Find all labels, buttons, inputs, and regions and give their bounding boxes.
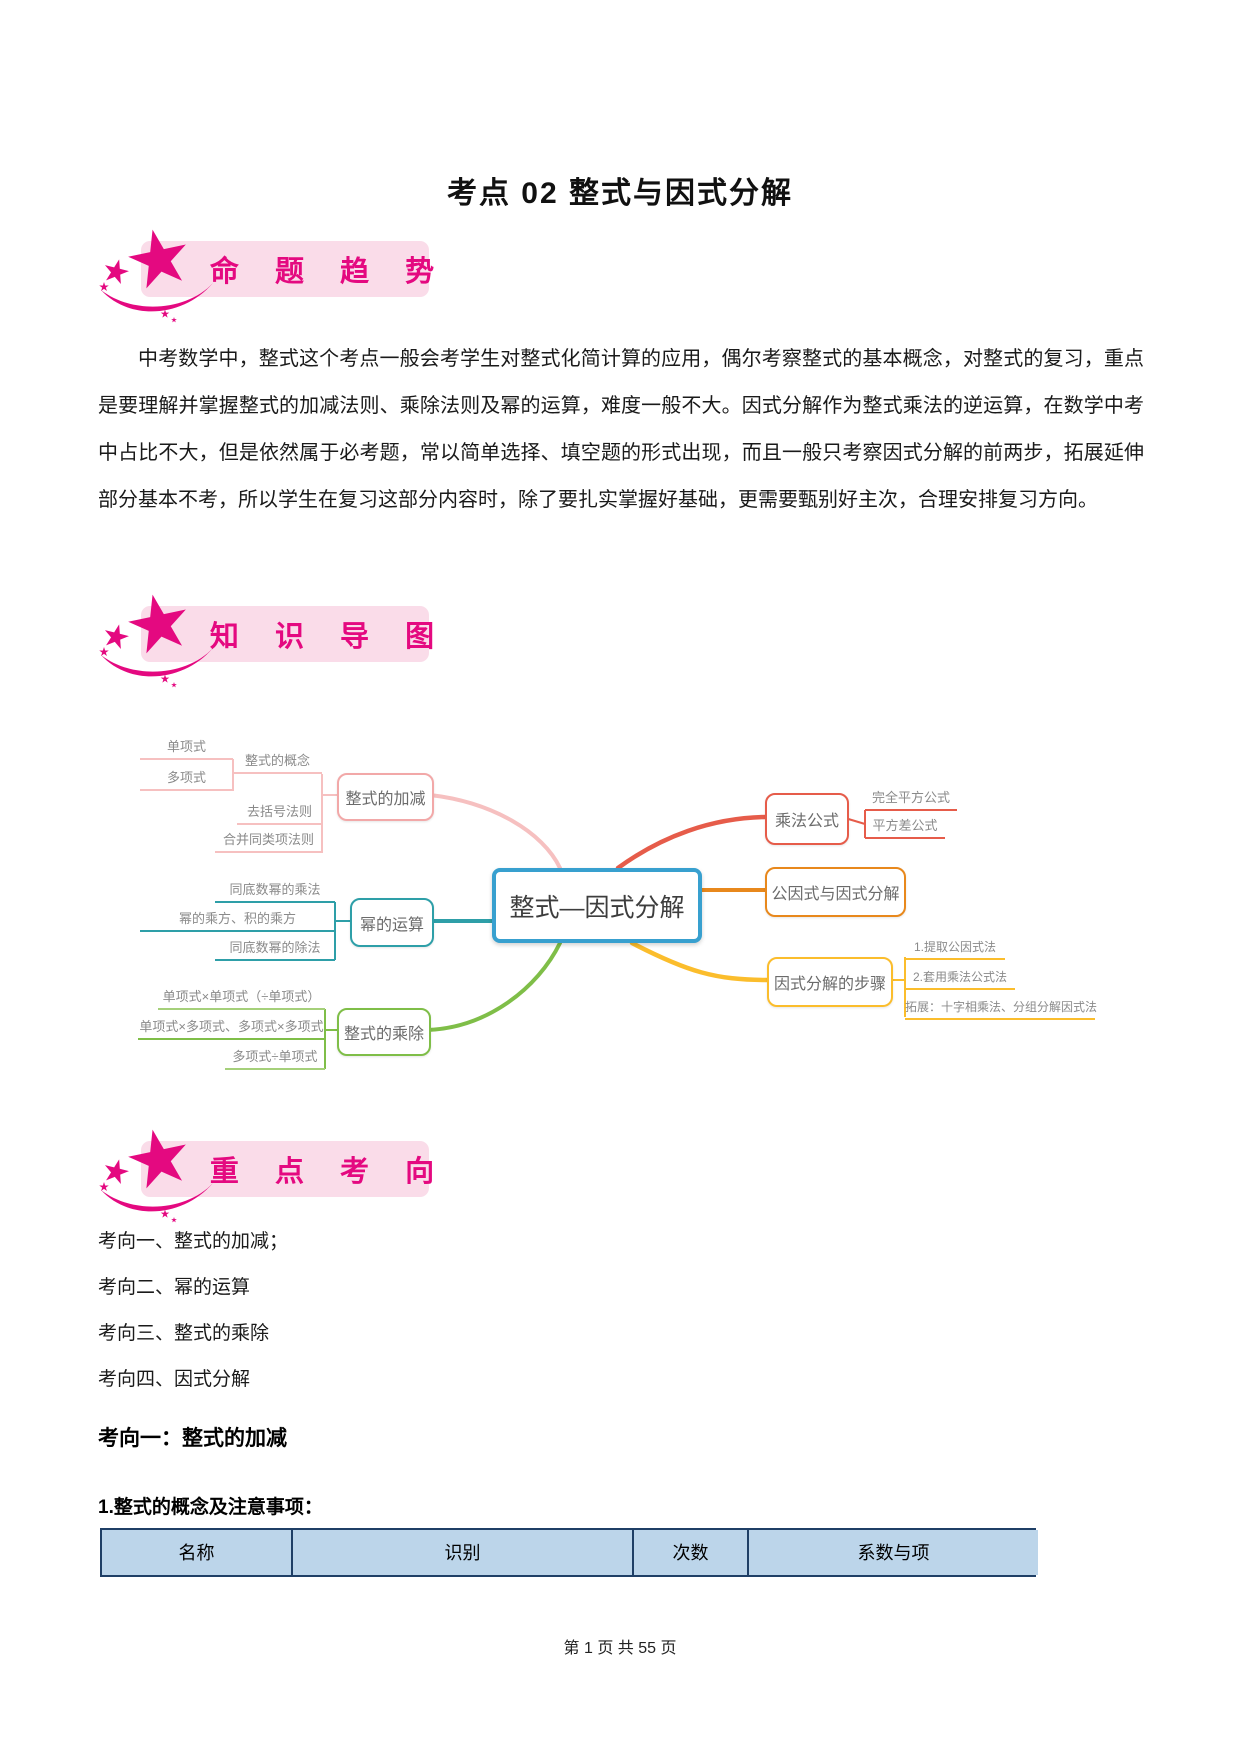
banner-trend: 命 题 趋 势	[95, 228, 434, 324]
banner-trend-label: 命 题 趋 势	[209, 256, 449, 288]
mindmap-node-addsub: 整式的加减	[337, 773, 434, 821]
table-header-identify: 识别	[291, 1530, 632, 1575]
mindmap-label-remove-brackets: 去括号法则	[237, 804, 322, 825]
knowledge-mindmap: 整式—因式分解 单项式 多项式 整式的概念 去括号法则 合并同类项法则 整式的加…	[0, 640, 1240, 1110]
banner-focus: 重 点 考 向	[95, 1128, 434, 1224]
table-header-name: 名称	[102, 1530, 291, 1575]
edge-steps	[629, 940, 770, 983]
edge-formula	[615, 814, 768, 871]
mindmap-label-step2: 2.套用乘法公式法	[905, 969, 1015, 990]
banner-knowledge-pill: 知 识 导 图	[141, 606, 434, 662]
mindmap-label-combine-like-terms: 合并同类项法则	[215, 832, 322, 853]
mindmap-label-concept: 整式的概念	[233, 753, 322, 774]
star-swoosh-icon	[99, 593, 213, 688]
banner-trend-pill: 命 题 趋 势	[141, 241, 434, 297]
mindmap-center-node: 整式—因式分解	[492, 868, 702, 943]
section-subheading: 1.整式的概念及注意事项：	[98, 1497, 323, 1518]
table-header-coefficient: 系数与项	[747, 1530, 1038, 1575]
page-number: 第 1 页 共 55 页	[563, 1640, 677, 1657]
mindmap-label-same-base-divide: 同底数幂的除法	[215, 940, 335, 961]
mindmap-label-same-base-multiply: 同底数幂的乘法	[215, 882, 335, 903]
mindmap-label-perfect-square: 完全平方公式	[865, 790, 957, 811]
exam-directions-list: 考向一、整式的加减； 考向二、幂的运算 考向三、整式的乘除 考向四、因式分解	[98, 1226, 288, 1410]
mindmap-node-steps: 因式分解的步骤	[767, 957, 893, 1007]
table-header-degree: 次数	[632, 1530, 747, 1575]
mindmap-node-power: 幂的运算	[350, 898, 434, 947]
mindmap-node-muldiv: 整式的乘除	[337, 1008, 431, 1056]
mindmap-node-formula: 乘法公式	[765, 793, 849, 845]
direction-item-2: 考向二、幂的运算	[98, 1277, 251, 1298]
direction-item-4: 考向四、因式分解	[98, 1369, 251, 1390]
banner-knowledge-map: 知 识 导 图	[95, 593, 434, 689]
mindmap-label-power-of-power: 幂的乘方、积的乘方	[140, 911, 335, 932]
mindmap-node-common-factor: 公因式与因式分解	[765, 867, 906, 917]
banner-focus-pill: 重 点 考 向	[141, 1141, 434, 1197]
edge-muldiv	[425, 941, 562, 1032]
banner-focus-label: 重 点 考 向	[209, 1156, 449, 1188]
star-swoosh-icon	[99, 228, 213, 323]
mindmap-label-mono-times-poly: 单项式×多项式、多项式×多项式	[138, 1019, 325, 1040]
concept-table: 名称 识别 次数 系数与项	[100, 1528, 1038, 1577]
mindmap-label-step1: 1.提取公因式法	[905, 939, 1005, 960]
mindmap-label-polynomial: 多项式	[140, 770, 233, 791]
mindmap-label-step-extend: 拓展：十字相乘法、分组分解因式法	[905, 999, 1097, 1020]
mindmap-label-monomial: 单项式	[140, 739, 233, 760]
mindmap-label-mono-times-mono: 单项式×单项式（÷单项式）	[158, 989, 325, 1010]
direction-item-1: 考向一、整式的加减；	[98, 1231, 289, 1252]
edge-addsub	[428, 793, 562, 870]
mindmap-label-poly-div-mono: 多项式÷单项式	[225, 1049, 325, 1070]
mindmap-label-diff-of-squares: 平方差公式	[865, 818, 945, 839]
page-title: 考点 02 整式与因式分解	[446, 177, 794, 211]
star-swoosh-icon	[99, 1128, 213, 1223]
banner-knowledge-label: 知 识 导 图	[209, 621, 449, 653]
mindmap-edges	[232, 759, 906, 1069]
section-heading: 考向一：整式的加减	[98, 1427, 287, 1450]
intro-paragraph: 中考数学中，整式这个考点一般会考学生对整式化简计算的应用，偶尔考察整式的基本概念…	[98, 348, 1144, 511]
direction-item-3: 考向三、整式的乘除	[98, 1323, 270, 1344]
